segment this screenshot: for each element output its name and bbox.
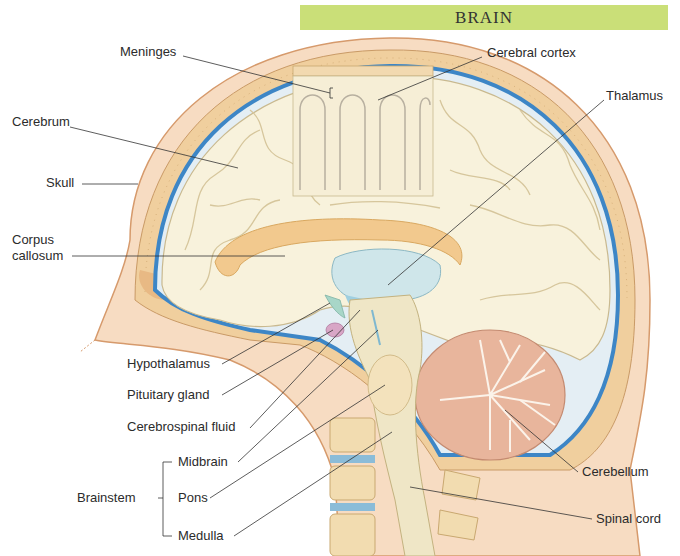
hypothalamus: [325, 295, 345, 318]
leader-lines: [70, 56, 604, 536]
meninges-section: [293, 66, 433, 76]
aqueduct: [372, 310, 380, 345]
skull-bone: [135, 50, 635, 470]
anatomy-label: Pons: [178, 490, 208, 506]
anatomy-label: Cerebrospinal fluid: [127, 419, 235, 435]
anatomy-label: Corpus callosum: [12, 232, 78, 264]
anatomy-label: Skull: [46, 175, 74, 191]
head-outline: [95, 38, 650, 556]
cerebellum: [415, 330, 565, 460]
title-band: [300, 5, 668, 30]
anatomy-label: Spinal cord: [596, 511, 661, 527]
anatomy-label: Medulla: [178, 528, 224, 544]
anatomy-label: Cerebral cortex: [487, 45, 576, 61]
anatomy-label: Cerebrum: [12, 114, 70, 130]
diagram-title: BRAIN: [300, 5, 668, 30]
anatomy-label: Cerebellum: [582, 464, 648, 480]
anatomy-label: Brainstem: [77, 490, 136, 506]
anatomy-label: Midbrain: [178, 454, 228, 470]
meninges-bracket: [330, 88, 333, 98]
thalamus: [332, 249, 441, 300]
nose-line: [80, 340, 95, 352]
anatomy-label: Pituitary gland: [127, 387, 209, 403]
anatomy-label: Meninges: [120, 44, 176, 60]
anatomy-label: Thalamus: [606, 88, 663, 104]
vertebrae: [330, 418, 480, 556]
pons: [368, 355, 412, 415]
arbor-vitae: [440, 340, 555, 452]
cortex-section: [293, 76, 433, 196]
anatomy-label: Hypothalamus: [127, 356, 210, 372]
cortex-folds: [300, 95, 430, 190]
